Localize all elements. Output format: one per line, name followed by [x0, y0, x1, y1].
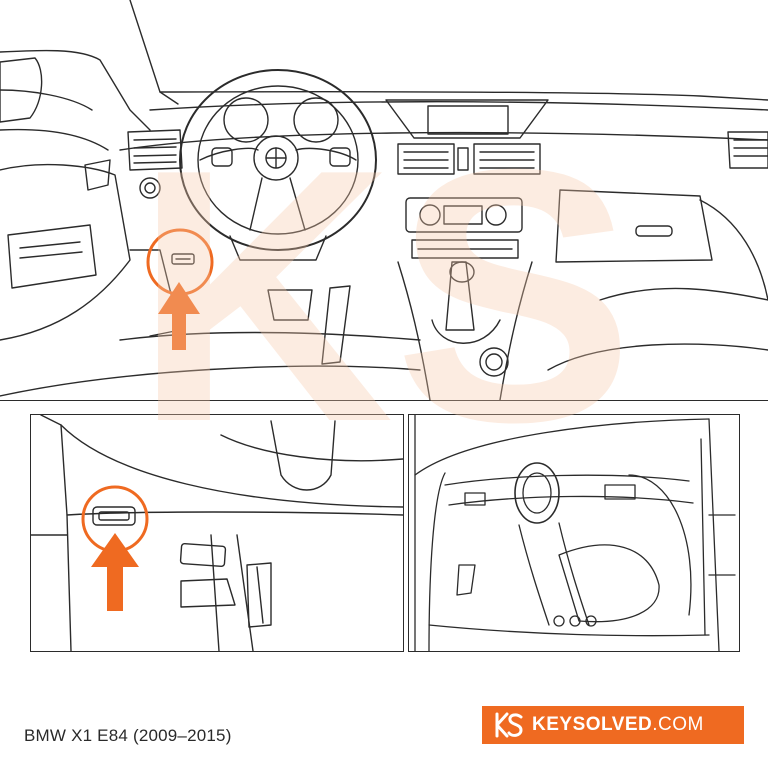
brand-tld: .COM — [652, 714, 704, 735]
driver-door-view — [408, 414, 740, 652]
vehicle-caption: BMW X1 E84 (2009–2015) — [24, 726, 232, 745]
brand-name: KEYSOLVED — [532, 714, 653, 735]
ks-logo-icon — [495, 712, 523, 738]
obd-location-arrow-icon — [158, 282, 200, 350]
obd-port-closeup-view — [30, 414, 404, 652]
keysolved-brand-badge[interactable]: KEYSOLVED.COM — [482, 706, 744, 744]
main-dashboard-view — [0, 0, 768, 401]
obd-closeup-arrow-icon — [91, 533, 139, 611]
